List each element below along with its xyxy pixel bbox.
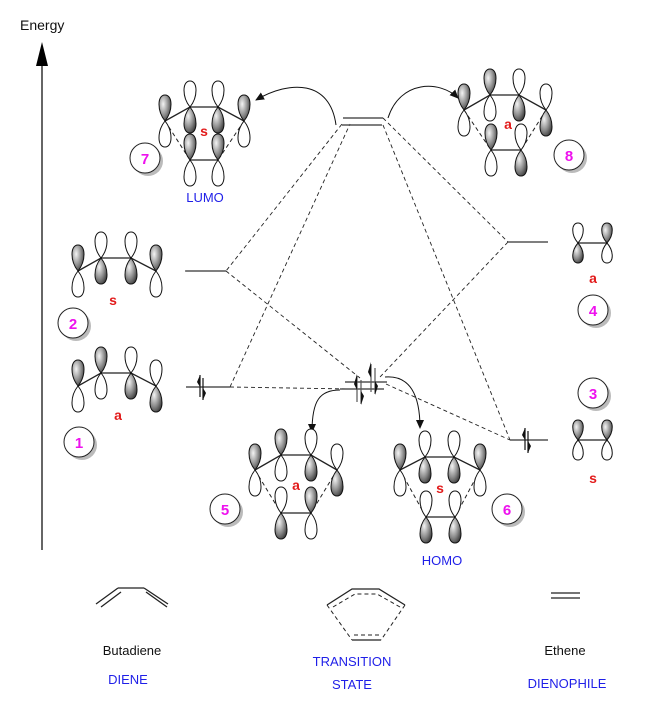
energy-axis-label: Energy — [20, 17, 64, 33]
symmetry-label: s — [436, 480, 444, 496]
symmetry-label: a — [589, 270, 597, 286]
electron-pair-ts6 — [368, 362, 378, 395]
lumo-label: LUMO — [186, 190, 224, 205]
correlation-line — [385, 383, 511, 441]
correlation-line — [225, 270, 361, 379]
ethene-structure: Ethene DIENOPHILE — [528, 592, 607, 691]
arrow-to-orbital-7-icon — [255, 86, 337, 126]
orbital-ts-7: s 7 LUMO — [129, 80, 251, 205]
electron-pair-diene — [197, 375, 206, 400]
symmetry-label: s — [589, 470, 597, 486]
electron-pairs — [197, 362, 531, 453]
symmetry-label: a — [114, 407, 122, 423]
electron-pair-ethene — [522, 428, 531, 453]
electron-pair-ts5 — [354, 374, 364, 405]
orbital-number: 7 — [141, 151, 149, 168]
orbital-number: 8 — [565, 148, 573, 165]
symmetry-label: s — [200, 123, 208, 139]
spin-up-icon — [197, 375, 200, 387]
spin-up-icon — [354, 374, 357, 390]
butadiene-name: Butadiene — [103, 643, 162, 658]
homo-label: HOMO — [422, 553, 462, 568]
ts-role-line2: STATE — [332, 677, 372, 692]
correlation-line — [382, 117, 509, 243]
arrow-to-orbital-5-icon — [308, 389, 341, 433]
transition-state-structure: TRANSITION STATE — [313, 588, 406, 692]
orbital-ts-8: a 8 — [457, 68, 588, 177]
orbital-ethene-pistar: a 4 — [572, 222, 613, 329]
orbital-ts-6: s 6 HOMO — [393, 430, 526, 568]
correlation-line — [379, 241, 509, 378]
energy-axis-arrow-icon — [36, 42, 48, 66]
correlation-line — [382, 124, 511, 441]
spin-up-icon — [368, 362, 371, 378]
correlation-lines — [185, 117, 511, 441]
dienophile-role-label: DIENOPHILE — [528, 676, 607, 691]
orbital-diene-psi1: a 1 — [63, 346, 163, 461]
orbital-number: 2 — [69, 316, 77, 333]
arrow-to-orbital-8-icon — [387, 85, 459, 119]
orbital-number: 6 — [503, 502, 511, 519]
orbital-number: 1 — [75, 435, 83, 452]
diene-role-label: DIENE — [108, 672, 148, 687]
spin-up-icon — [522, 428, 525, 440]
spin-down-icon — [528, 441, 531, 453]
orbital-number: 5 — [221, 502, 229, 519]
butadiene-structure: Butadiene DIENE — [95, 587, 169, 687]
ts-role-line1: TRANSITION — [313, 654, 392, 669]
spin-down-icon — [361, 391, 364, 405]
spin-down-icon — [375, 381, 378, 395]
symmetry-label: a — [504, 116, 512, 132]
orbital-ethene-pi: 3 s — [572, 377, 613, 486]
orbital-ts-5: a 5 — [209, 428, 344, 540]
correlation-line — [229, 123, 351, 388]
pointer-arrows — [255, 85, 459, 433]
ethene-name: Ethene — [544, 643, 585, 658]
correlation-line — [229, 386, 351, 390]
symmetry-label: a — [292, 477, 300, 493]
spin-down-icon — [203, 388, 206, 400]
orbital-number: 4 — [589, 303, 598, 320]
arrow-to-orbital-6-icon — [384, 376, 424, 429]
symmetry-label: s — [109, 292, 117, 308]
orbital-diene-psi2: s 2 — [57, 231, 163, 342]
energy-axis: Energy — [20, 17, 64, 550]
orbital-number: 3 — [589, 386, 597, 403]
